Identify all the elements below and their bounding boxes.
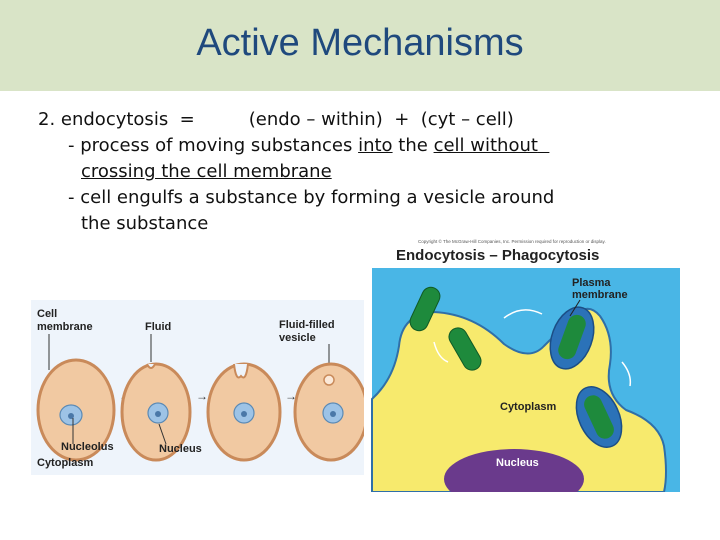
label-nucleus-right: Nucleus — [496, 457, 539, 469]
label-cell: Cell — [37, 308, 57, 320]
pinocytosis-figure: Cell membrane Fluid Fluid-filled vesicle… — [31, 300, 371, 475]
into-underlined: into — [358, 135, 392, 156]
plus-sign: + — [394, 109, 409, 130]
label-nucleolus: Nucleolus — [61, 441, 114, 453]
cell-stage-3 — [208, 364, 280, 460]
bullet-1-cont: crossing the cell membrane — [38, 159, 554, 185]
term: 2. endocytosis = — [38, 109, 195, 130]
slide-body: 2. endocytosis = (endo – within) + (cyt –… — [38, 107, 554, 237]
etymology-cyt: (cyt – cell) — [421, 109, 514, 130]
etymology-endo: (endo – within) — [249, 109, 383, 130]
definition-line: 2. endocytosis = (endo – within) + (cyt –… — [38, 107, 554, 133]
bullet-1: - process of moving substances into the … — [38, 133, 554, 159]
slide-title: Active Mechanisms — [0, 22, 720, 65]
label-fluid-filled: Fluid-filled — [279, 319, 335, 331]
label-fluid: Fluid — [145, 321, 171, 333]
label-plasma: Plasma — [572, 277, 611, 289]
bullet-1-text-a: - process of moving substances — [68, 135, 358, 156]
label-membrane: membrane — [572, 289, 628, 301]
label-cytoplasm: Cytoplasm — [37, 457, 93, 469]
label-vesicle: vesicle — [279, 332, 316, 344]
bullet-1-text-b: the — [393, 135, 434, 156]
arrow-2: → — [196, 389, 208, 403]
phago-title: Endocytosis – Phagocytosis — [396, 247, 599, 264]
label-cell-membrane: membrane — [37, 321, 93, 333]
cell-stage-4 — [295, 364, 367, 460]
copyright-text: Copyright © The McGraw-Hill Companies, I… — [418, 238, 606, 244]
crossing-membrane-underlined: crossing the cell membrane — [81, 161, 332, 182]
label-cytoplasm-right: Cytoplasm — [500, 401, 556, 413]
phagocytosis-figure: Copyright © The McGraw-Hill Companies, I… — [364, 234, 680, 492]
bullet-2: - cell engulfs a substance by forming a … — [38, 185, 554, 211]
label-nucleus: Nucleus — [159, 443, 202, 455]
cell-without-underlined: cell without — [434, 135, 538, 156]
